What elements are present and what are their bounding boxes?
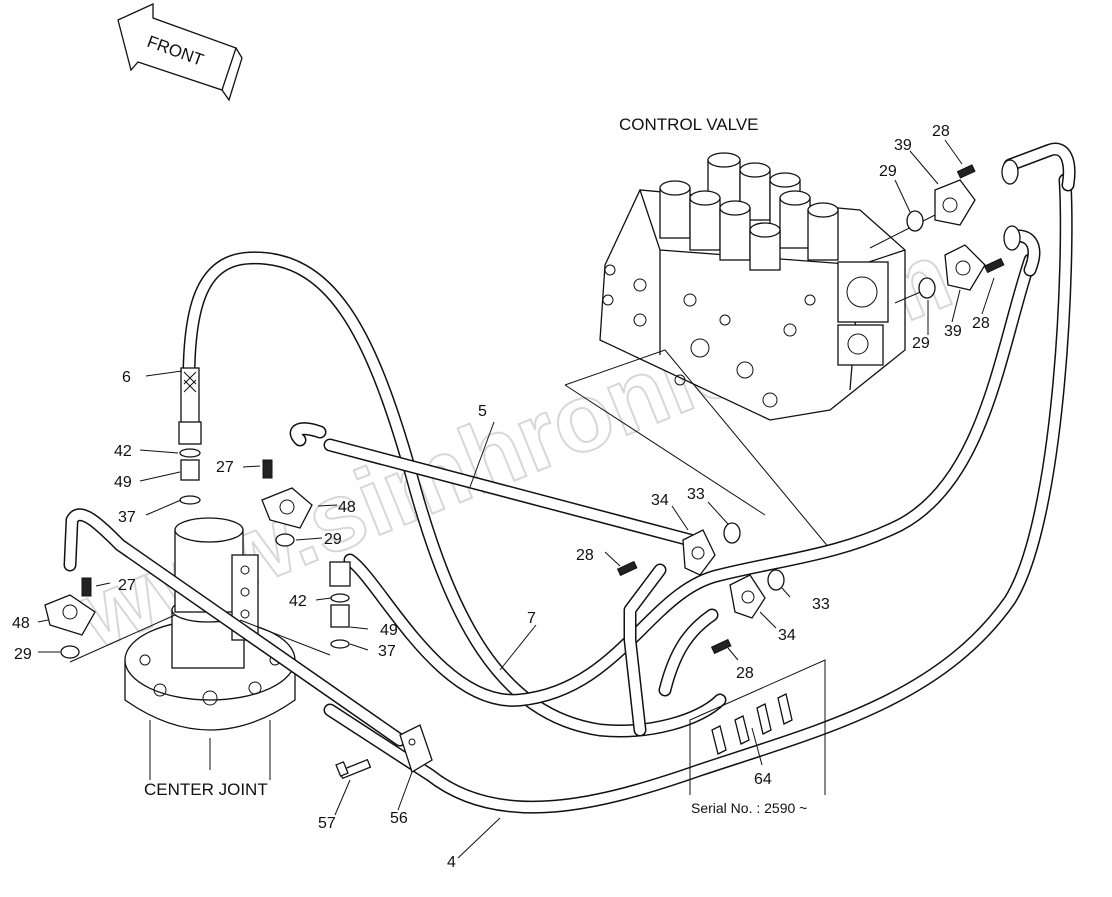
leader-center-joint-right (239, 619, 331, 656)
callout-49-center: 49 (380, 622, 398, 639)
o-ring-29-left (60, 645, 80, 659)
serial-note: Serial No. : 2590 ~ (691, 800, 807, 816)
callout-7: 7 (527, 610, 536, 627)
serial-box (689, 659, 826, 795)
center-joint-label: CENTER JOINT (144, 780, 268, 799)
callout-29-upper: 29 (879, 163, 897, 180)
callout-33-upper: 33 (687, 486, 705, 503)
leader-center-joint-left (69, 614, 176, 663)
callout-64: 64 (754, 771, 772, 788)
fitting-end-upper (1001, 159, 1019, 185)
valve-spools (659, 152, 839, 271)
callout-49-left: 49 (114, 474, 132, 491)
callout-34-upper: 34 (651, 492, 669, 509)
callout-27-upper: 27 (216, 459, 234, 476)
o-ring-33-upper (723, 522, 741, 544)
callout-29-left: 29 (14, 646, 32, 663)
callout-56: 56 (390, 810, 408, 827)
valve-ports (602, 264, 816, 408)
callout-28-upper: 28 (932, 123, 950, 140)
front-arrow: FRONT (117, 2, 243, 102)
callout-57: 57 (318, 815, 336, 832)
leader-valve-to-fitting (564, 349, 836, 556)
flange-39-upper (934, 164, 976, 226)
flange-34-upper (682, 529, 716, 576)
flange-48-left (44, 577, 96, 636)
hose-7 (343, 253, 1037, 707)
callout-34-lower: 34 (778, 627, 796, 644)
hose-5 (289, 422, 697, 547)
callout-29-center: 29 (324, 531, 342, 548)
callouts: 6 42 49 37 27 48 29 27 48 29 42 49 37 5 … (12, 123, 990, 871)
leader-lines (37, 139, 995, 859)
fitting-end-lower (1003, 225, 1021, 251)
flange-39-lower (944, 244, 1005, 291)
callout-39-upper: 39 (894, 137, 912, 154)
callout-37-left: 37 (118, 509, 136, 526)
hose-4 (323, 173, 1073, 814)
o-ring-29-upper (906, 210, 924, 232)
fitting-stack-center (329, 561, 351, 649)
callout-5: 5 (478, 403, 487, 420)
clamp-56 (399, 724, 433, 773)
callout-28-low: 28 (736, 665, 754, 682)
callout-6: 6 (122, 369, 131, 386)
callout-42-left: 42 (114, 443, 132, 460)
bolt-28-mid (616, 560, 638, 577)
center-joint (124, 517, 296, 780)
callout-29-lower: 29 (912, 335, 930, 352)
callout-48-upper: 48 (338, 499, 356, 516)
callout-39-lower: 39 (944, 323, 962, 340)
control-valve (599, 152, 906, 421)
callout-28-mid: 28 (576, 547, 594, 564)
hose-left-pipe (63, 508, 407, 747)
bolt-57 (335, 758, 372, 780)
callout-28-right: 28 (972, 315, 990, 332)
control-valve-label: CONTROL VALVE (619, 115, 759, 134)
leader-valve-to-fitting-2 (564, 384, 766, 516)
callout-37-center: 37 (378, 643, 396, 660)
o-ring-33-lower (767, 569, 785, 591)
o-ring-29-lower (918, 277, 936, 299)
o-ring-29-center (275, 533, 295, 547)
callout-48-left: 48 (12, 615, 30, 632)
pipe-to-fitting-34 (623, 563, 719, 737)
flange-34-lower (729, 574, 766, 619)
callout-33-lower: 33 (812, 596, 830, 613)
callout-27-left: 27 (118, 577, 136, 594)
callout-42-center: 42 (289, 593, 307, 610)
flange-48-upper (261, 459, 313, 529)
callout-4: 4 (447, 854, 456, 871)
leader-valve-to-upper-flange (869, 214, 936, 249)
fitting-stack-left (179, 448, 201, 505)
bolt-28-low (710, 638, 732, 655)
